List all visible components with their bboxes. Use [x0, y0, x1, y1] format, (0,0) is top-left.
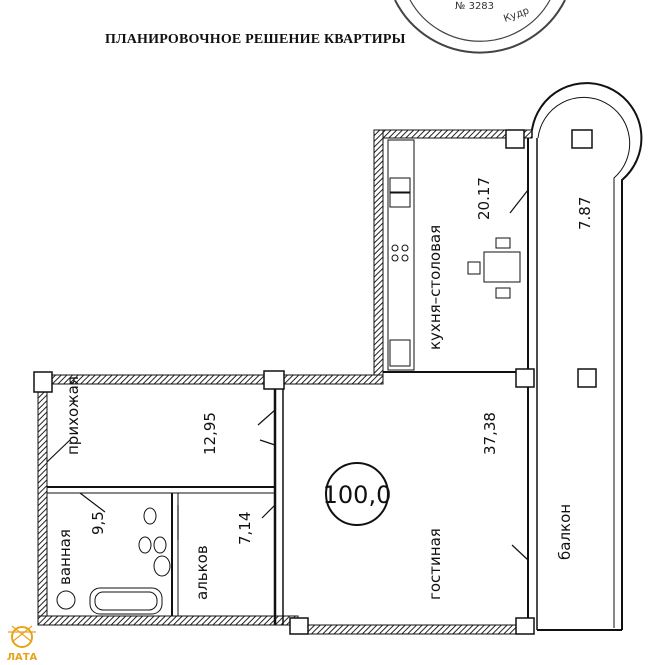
balcony-name: балкон [556, 504, 574, 560]
kitchen-counter [387, 139, 415, 371]
outer-walls [37, 129, 533, 635]
stamp: № 3283 Кудр [394, 0, 566, 54]
total-area-badge: 100,0 [323, 462, 392, 526]
dining-table [467, 237, 521, 299]
kitchen-area: 20.17 [475, 177, 493, 220]
bathroom-fixtures [56, 507, 171, 615]
hallway-area: 12,95 [201, 412, 219, 455]
stamp-text: Кудр [502, 5, 530, 24]
inner-walls [47, 82, 643, 631]
page-title: ПЛАНИРОВОЧНОЕ РЕШЕНИЕ КВАРТИРЫ [105, 32, 406, 47]
living-area: 37,38 [481, 412, 499, 455]
total-area: 100,0 [323, 481, 392, 509]
living-name: гостиная [426, 528, 444, 600]
hallway-name: прихожая [64, 376, 82, 455]
bathroom-area: 9,5 [89, 511, 107, 535]
columns [33, 129, 597, 635]
lata-logo: ЛАТА [7, 625, 38, 663]
bathroom-name: ванная [56, 529, 74, 585]
logo-text: ЛАТА [7, 652, 38, 663]
stamp-number: № 3283 [455, 1, 494, 12]
alcove-area: 7,14 [236, 512, 254, 545]
loggia-area: 7.87 [576, 197, 594, 230]
alcove-name: альков [193, 545, 211, 600]
doors [46, 189, 529, 561]
kitchen-name: кухня–столовая [426, 225, 444, 350]
